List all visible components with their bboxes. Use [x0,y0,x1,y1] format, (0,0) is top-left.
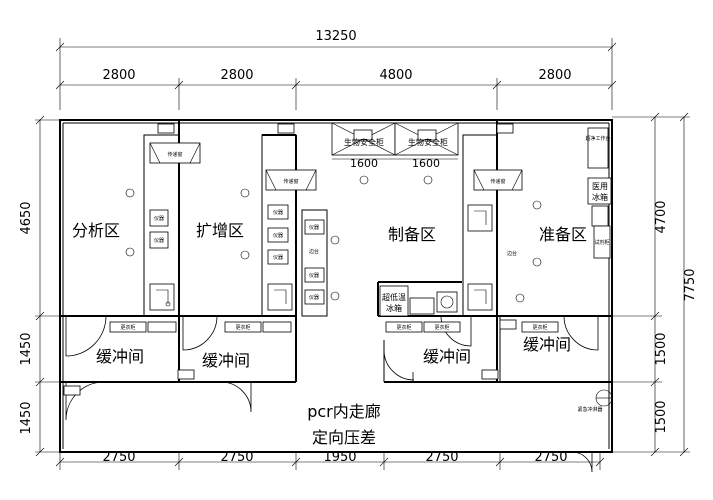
room-reagent-prep: 准备区 [539,225,587,244]
dim-top-2: 2800 [220,68,253,83]
pass-box-reagent: 传递窗 [473,169,523,191]
instrument-a1: 仪器 [154,216,164,222]
analysis-instruments: 仪器 仪器 [149,209,175,311]
med-fridge-label-1: 医用 [592,182,608,191]
pass-box-1-label: 传递窗 [167,151,182,158]
top-dimensions: 13250 2800 2800 4800 2800 [55,29,617,110]
room-buffer-4: 缓冲间 [523,335,571,354]
bsc-1-width: 1600 [350,157,378,170]
instrument-c2: 仪器 [309,273,319,279]
clean-bench-label: 超净工作台 [585,135,610,142]
reagent-cabinet: 试剂柜 [591,205,611,259]
dim-bottom-2: 2750 [220,450,253,465]
dim-right-1: 4700 [654,200,669,233]
round-fixtures: 紧急冲淋器 [125,175,613,413]
room-analysis: 分析区 [72,221,120,240]
dim-top-3: 4800 [379,68,412,83]
dim-bottom-5: 2750 [534,450,567,465]
locker-3: 更衣柜 [396,324,411,331]
clean-bench: 超净工作台 [585,127,611,169]
pass-box-2-label: 传递窗 [283,178,298,185]
biosafety-cabinet-2: 生物安全柜 [394,122,459,156]
freezer-label-1: 超低温 [382,292,406,302]
room-buffer-3: 缓冲间 [423,347,471,366]
room-amplification: 扩增区 [196,221,244,240]
corridor-label: pcr内走廊 [307,402,381,421]
right-dimensions: 4700 1500 1500 7750 [612,112,698,457]
interior-walls [60,120,612,383]
doors [65,315,599,473]
bsc-2-label: 生物安全柜 [408,137,448,147]
dim-bottom-3: 1950 [323,450,356,465]
locker-5: 更衣柜 [532,324,547,331]
reagent-instruments: 边台 [467,204,517,311]
reagent-cabinet-label: 试剂柜 [594,239,609,246]
corridor-pressure-label: 定向压差 [312,428,376,447]
dim-total-width: 13250 [315,29,356,44]
workbench-d: 边台 [507,250,517,257]
locker-2: 更衣柜 [235,324,250,331]
buffer-lockers: 更衣柜 更衣柜 更衣柜 更衣柜 更衣柜 [109,321,559,333]
pass-box-3-label: 传递窗 [490,178,505,185]
biosafety-cabinet-1: 生物安全柜 [331,122,396,156]
locker-1: 更衣柜 [120,324,135,331]
dim-bottom-1: 2750 [102,450,135,465]
ultra-low-freezer: 超低温 冰箱 [379,285,458,317]
instrument-c1: 仪器 [309,225,319,231]
instrument-b2: 仪器 [273,233,283,239]
workbench-c: 边台 [309,248,319,255]
bottom-dimensions: 2750 2750 1950 2750 2750 [55,450,605,470]
room-preparation: 制备区 [388,225,436,244]
dim-left-2: 1450 [19,332,34,365]
instrument-c3: 仪器 [309,295,319,301]
room-buffer-1: 缓冲间 [96,347,144,366]
dim-right-2: 1500 [654,332,669,365]
dim-top-1: 2800 [102,68,135,83]
instrument-b3: 仪器 [273,255,283,261]
pass-box-analysis: 传递窗 [149,142,201,164]
amplification-instruments: 仪器 仪器 仪器 [267,204,293,311]
eyewash-label: 紧急冲淋器 [577,406,602,413]
room-buffer-2: 缓冲间 [202,351,250,370]
dim-right-total: 7750 [683,268,698,301]
medical-fridge: 医用 冰箱 [587,177,612,205]
bsc-2-width: 1600 [412,157,440,170]
exhaust-vents [63,123,517,396]
dim-right-3: 1500 [654,400,669,433]
med-fridge-label-2: 冰箱 [592,192,608,202]
dim-top-4: 2800 [538,68,571,83]
pass-box-amplification: 传递窗 [265,169,317,191]
instrument-a2: 仪器 [154,238,164,244]
dim-left-3: 1450 [19,401,34,434]
instrument-b1: 仪器 [273,210,283,216]
dim-bottom-4: 2750 [425,450,458,465]
dim-left-1: 4650 [19,201,34,234]
preparation-instruments: 仪器 边台 仪器 仪器 [304,219,325,305]
locker-4: 更衣柜 [434,324,449,331]
freezer-label-2: 冰箱 [386,303,402,313]
left-dimensions: 4650 1450 1450 [19,115,60,457]
bsc-1-label: 生物安全柜 [344,137,384,147]
